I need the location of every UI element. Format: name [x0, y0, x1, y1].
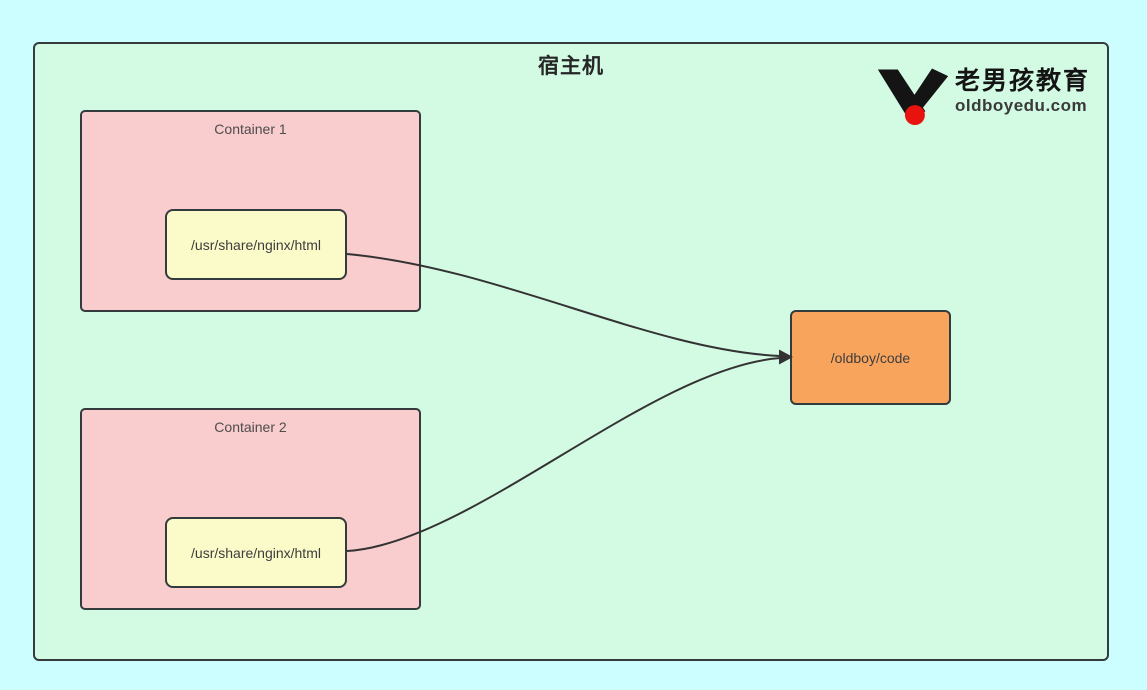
container-2-mount-path: /usr/share/nginx/html — [191, 544, 321, 561]
logo-text-block: 老男孩教育 oldboyedu.com — [955, 67, 1091, 116]
container-1-mount-path: /usr/share/nginx/html — [191, 236, 321, 253]
logo-domain-text: oldboyedu.com — [955, 95, 1088, 115]
shared-volume-path: /oldboy/code — [830, 349, 911, 366]
container-2-mount-box: /usr/share/nginx/html — [165, 517, 347, 588]
shared-volume-box: /oldboy/code — [790, 310, 951, 405]
host-machine-title: 宿主机 — [538, 55, 604, 78]
container-1-label: Container 1 — [214, 121, 287, 137]
logo-brand-text: 老男孩教育 — [955, 67, 1091, 95]
v-check-logo-icon — [877, 68, 949, 126]
oldboyedu-logo: 老男孩教育 oldboyedu.com — [875, 66, 1090, 128]
container-2-label: Container 2 — [214, 419, 287, 435]
container-1-mount-box: /usr/share/nginx/html — [165, 209, 347, 280]
